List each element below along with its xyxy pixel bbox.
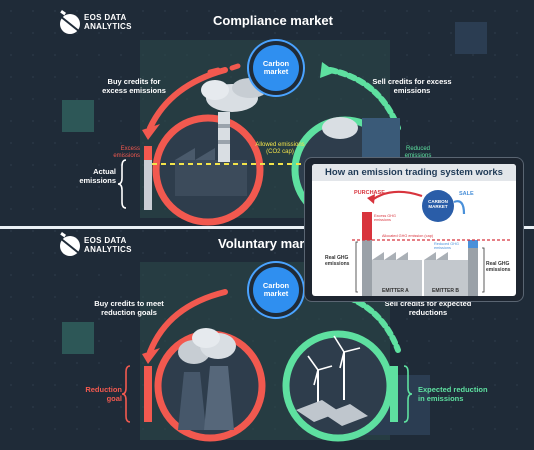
logo-icon	[59, 232, 81, 256]
buy-credits-label-bottom: Buy credits to meet reduction goals	[94, 299, 164, 317]
excess-ghg-bar	[362, 212, 372, 240]
chimney-top	[218, 112, 230, 162]
factory-roof	[175, 148, 195, 160]
buy-credits-label-top: Buy credits for excess emissions	[102, 77, 166, 95]
turbine-blade	[313, 369, 319, 386]
sale-arrow	[453, 200, 466, 215]
emitter-a-chimney	[362, 240, 372, 296]
overlay-reduced-label: Reduced GHG emissions	[434, 242, 459, 251]
excess-bar	[144, 146, 152, 160]
actual-bar	[144, 160, 152, 210]
sell-arrow-head-top	[320, 62, 336, 78]
emitter-b-chimney	[468, 240, 478, 296]
brace-reduction	[121, 365, 131, 423]
blue-panel-top	[362, 118, 400, 158]
expected-reduction-label: Expected reduction in emissions	[418, 385, 488, 403]
cooling-tower	[204, 366, 234, 430]
reduced-emissions-label: Reduced emissions	[404, 146, 432, 159]
chimney-stripe	[218, 140, 230, 144]
cooling-tower	[178, 372, 206, 430]
factory-body-top	[175, 160, 247, 196]
steam-cloud	[192, 328, 220, 348]
buy-arrow-head-top	[142, 124, 160, 140]
voluntary-title: Voluntary market	[218, 236, 324, 251]
smoke-cloud-right	[322, 117, 358, 139]
decor-square	[62, 322, 94, 354]
purchase-arrow	[371, 190, 423, 201]
overlay-diagram	[352, 190, 512, 296]
overlay-carbon-label: CARBON MARKET	[428, 199, 448, 209]
sell-credits-label-bottom: Sell credits for expected reductions	[384, 299, 472, 317]
roof	[384, 252, 396, 260]
turbine-blade	[333, 335, 345, 353]
compliance-title: Compliance market	[213, 13, 333, 28]
brace	[355, 241, 358, 293]
factory-roof	[195, 148, 215, 160]
overlay-excess-label: Excess GHG emissions	[374, 214, 396, 223]
carbon-market-circle-bottom: Carbon market	[253, 267, 299, 313]
solar-panel	[296, 400, 340, 422]
overlay-purchase-label: PURCHASE	[354, 190, 385, 196]
roof	[396, 252, 408, 260]
emitter-a-building	[372, 260, 422, 296]
brace-actual	[117, 159, 127, 209]
chimney-stripe	[218, 124, 230, 128]
excess-emissions-label: Excess emissions	[113, 146, 140, 159]
overlay-title: How an emission trading system works	[312, 164, 516, 181]
turbine-blade	[339, 351, 345, 369]
logo-icon	[59, 10, 81, 34]
allowed-emissions-label: Allowed emissions (CO2 cap)	[255, 142, 305, 155]
carbon-market-circle-top: Carbon market	[253, 45, 299, 91]
reduction-goal-bar	[144, 366, 152, 422]
buy-dash-top	[207, 63, 241, 75]
overlay-emitter-b: EMITTER B	[432, 288, 459, 294]
brace	[482, 247, 485, 293]
turbine-blade	[307, 355, 319, 371]
expected-reduction-bar	[390, 366, 398, 422]
sell-credits-label-top: Sell credits for excess emissions	[372, 77, 452, 95]
turbine-blade	[343, 347, 361, 353]
brace-expected	[403, 365, 413, 423]
emitter-b-building	[424, 260, 474, 296]
actual-emissions-label: Actual emissions	[79, 167, 116, 185]
purchase-arrow-head	[367, 194, 375, 204]
reduced-ghg-bar	[468, 240, 478, 248]
overlay-screen: How an emission trading system works	[312, 164, 516, 296]
reduction-goal-label: Reduction goal	[85, 385, 122, 403]
buy-arrow-head-bottom	[142, 348, 160, 364]
solar-panel	[324, 404, 368, 426]
roof	[424, 252, 436, 260]
roof	[372, 252, 384, 260]
overlay-real-right: Real GHG emissions	[486, 261, 511, 273]
decor-square	[455, 22, 487, 54]
decor-square	[62, 100, 94, 132]
overlay-allocated-label: Allocated GHG emission (cap)	[382, 234, 434, 238]
smoke-cloud-top	[201, 80, 229, 100]
overlay-real-left: Real GHG emissions	[325, 255, 350, 267]
roof	[436, 252, 448, 260]
overlay-sale-label: SALE	[459, 191, 474, 197]
section-divider	[0, 226, 534, 229]
overlay-carbon-circle	[422, 190, 454, 222]
buy-arrow-bottom	[147, 289, 228, 355]
overlay-emitter-a: EMITTER A	[382, 288, 409, 294]
turbine-blade	[317, 365, 333, 371]
tablet-overlay: How an emission trading system works	[305, 158, 523, 301]
